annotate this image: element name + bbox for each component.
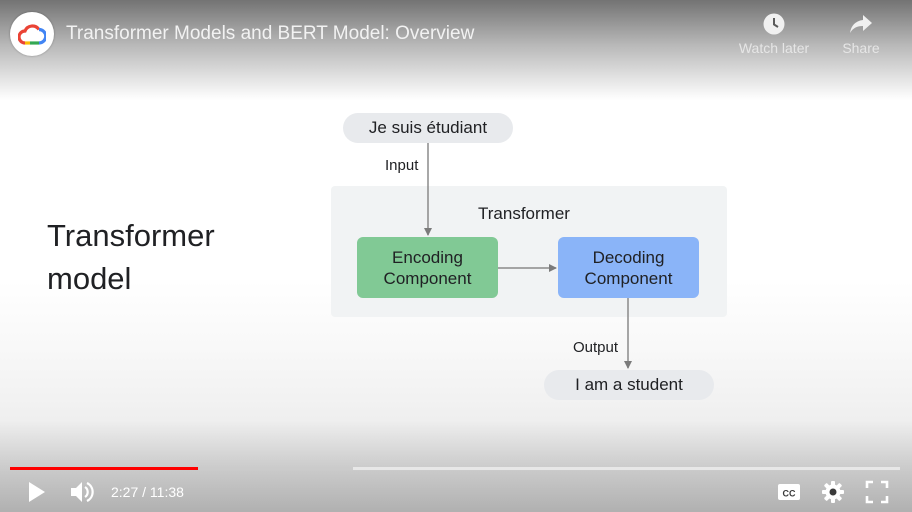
encoding-component: Encoding Component [357, 237, 498, 298]
volume-button[interactable] [68, 478, 96, 506]
slide-heading: Transformer model [47, 214, 215, 300]
volume-icon [71, 482, 94, 502]
slide-heading-line1: Transformer [47, 218, 215, 253]
watch-later-button[interactable]: Watch later [729, 12, 819, 56]
output-label: Output [573, 339, 619, 356]
decoding-component: Decoding Component [558, 237, 699, 298]
decoding-label-line2: Component [584, 268, 673, 288]
watch-later-label: Watch later [738, 40, 810, 56]
svg-text:CC: CC [783, 489, 796, 499]
closed-captions-icon: CC [778, 484, 800, 500]
share-label: Share [842, 40, 880, 56]
bottom-gradient [0, 420, 912, 512]
google-cloud-logo-icon [18, 24, 46, 45]
input-label: Input [385, 157, 419, 174]
time-display: 2:27 / 11:38 [111, 484, 184, 500]
settings-button[interactable] [819, 478, 847, 506]
slide-heading-line2: model [47, 261, 132, 296]
progress-played [10, 467, 198, 470]
video-title[interactable]: Transformer Models and BERT Model: Overv… [66, 23, 475, 44]
decoding-label-line1: Decoding [592, 247, 665, 267]
settings-gear-icon [822, 481, 844, 503]
output-sentence: I am a student [544, 370, 714, 400]
fullscreen-icon [865, 480, 889, 504]
clock-icon [763, 13, 785, 35]
play-button[interactable] [22, 478, 50, 506]
share-arrow-icon [850, 15, 872, 33]
channel-avatar[interactable] [10, 12, 54, 56]
play-icon [29, 482, 45, 502]
progress-bar[interactable] [10, 467, 900, 470]
share-button[interactable]: Share [816, 12, 906, 56]
closed-captions-button[interactable]: CC [775, 478, 803, 506]
transformer-title: Transformer [478, 204, 570, 223]
input-sentence: Je suis étudiant [343, 113, 513, 143]
encoding-label-line2: Component [383, 268, 472, 288]
top-gradient [0, 0, 912, 100]
encoding-label-line1: Encoding [392, 247, 463, 267]
fullscreen-button[interactable] [863, 478, 891, 506]
